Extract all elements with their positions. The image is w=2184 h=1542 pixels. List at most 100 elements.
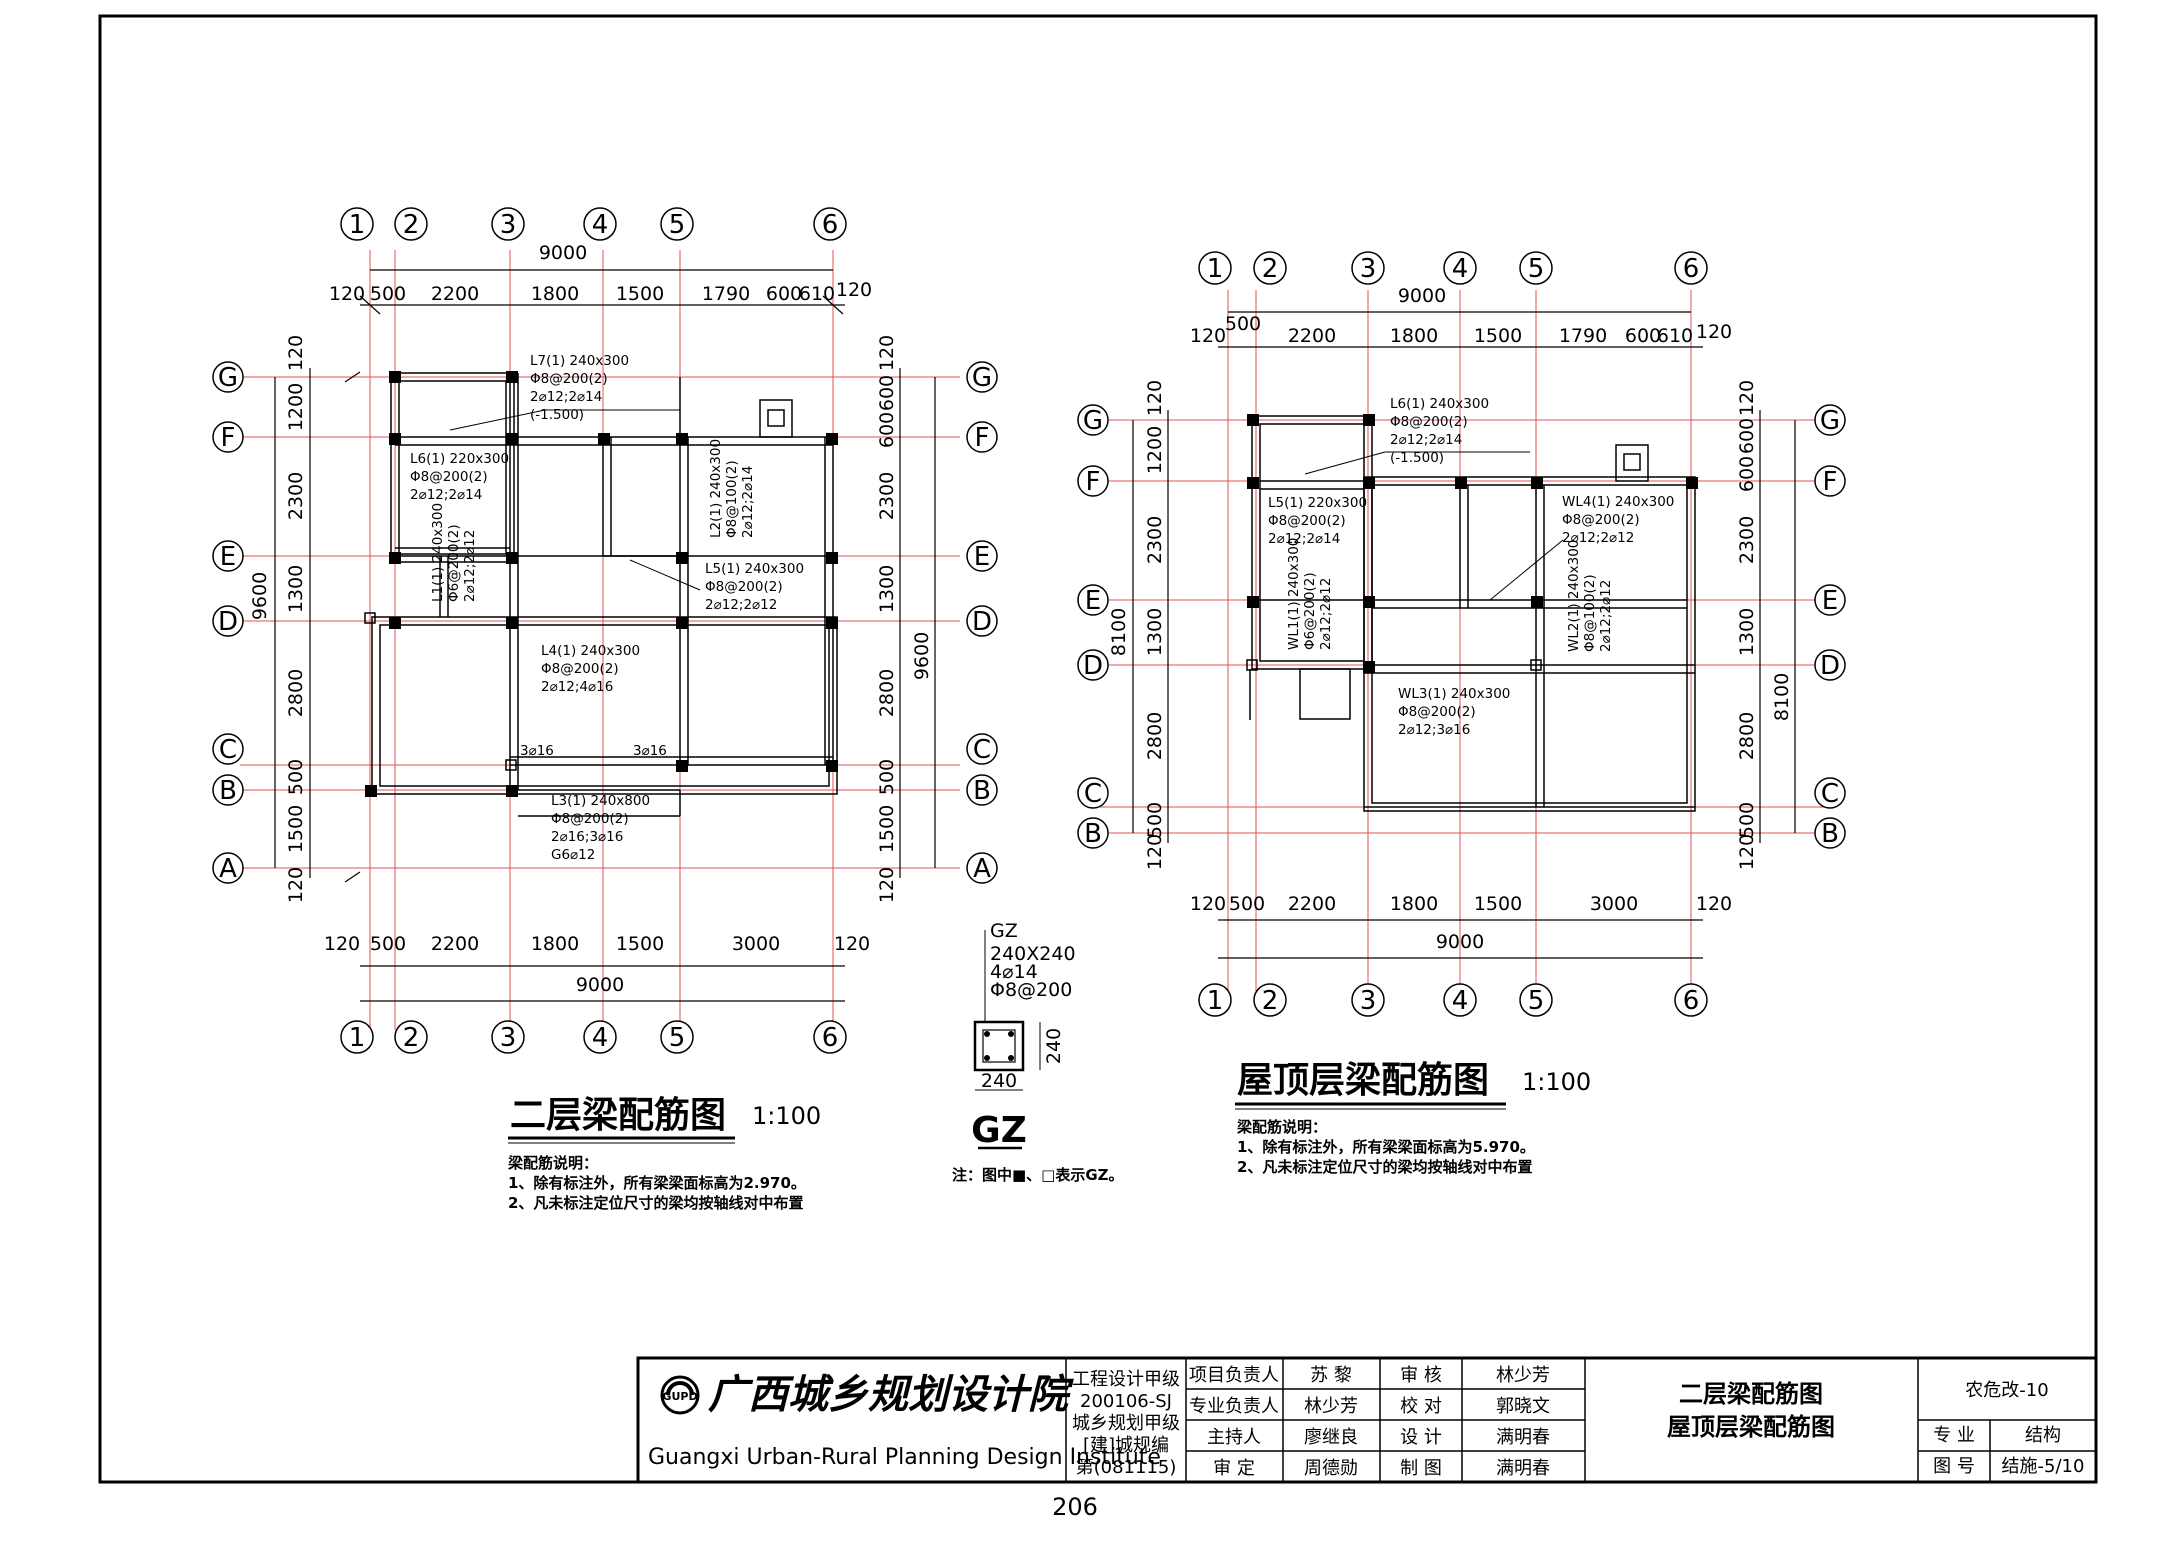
- dim-text: 2800: [285, 669, 307, 717]
- svg-text:2⌀12;2⌀14: 2⌀12;2⌀14: [530, 389, 602, 405]
- discipline-value: 结构: [2025, 1425, 2061, 1446]
- role-name: 廖继良: [1304, 1427, 1358, 1448]
- svg-text:3: 3: [1360, 986, 1377, 1016]
- dim-text: 2800: [1736, 712, 1758, 760]
- axis-bubble-top: 2: [1253, 251, 1287, 285]
- svg-text:G6⌀12: G6⌀12: [551, 847, 595, 863]
- dim-text: 2200: [431, 933, 479, 955]
- axis-bubble-top: 3: [1351, 251, 1385, 285]
- dim-text: 2200: [431, 283, 479, 305]
- dim-text: 500: [1736, 802, 1758, 838]
- axis-bubble-bottom: 6: [1674, 983, 1708, 1017]
- svg-text:G: G: [1083, 406, 1103, 436]
- check-name: 郭晓文: [1496, 1396, 1550, 1417]
- notes-heading: 梁配筋说明：: [507, 1154, 598, 1172]
- svg-text:5: 5: [1528, 254, 1545, 284]
- svg-text:L1(1) 240x300: L1(1) 240x300: [430, 503, 446, 602]
- project-code: 农危改-10: [1965, 1380, 2048, 1401]
- axis-bubble-left: F: [1077, 465, 1109, 497]
- dim-total-bottom: 9000: [576, 974, 624, 996]
- dim-text: 120: [876, 867, 898, 903]
- svg-text:L7(1) 240x300: L7(1) 240x300: [530, 353, 629, 369]
- beam-label-L6: L6(1) 240x300 Φ8@200(2) 2⌀12;2⌀14 (-1.50…: [1390, 396, 1489, 466]
- dim-text: 2800: [1144, 712, 1166, 760]
- dim-text: 120: [1144, 834, 1166, 870]
- svg-text:Φ8@200(2): Φ8@200(2): [1562, 512, 1640, 528]
- drawing-name: 二层梁配筋图: [1679, 1380, 1823, 1408]
- dim-text: 1800: [531, 283, 579, 305]
- dim-text: 600: [876, 412, 898, 448]
- drawing-name: 屋顶层梁配筋图: [1667, 1413, 1835, 1441]
- axis-bubble-right: D: [1814, 649, 1846, 681]
- axis-bubble-bottom: 5: [660, 1020, 694, 1054]
- dim-text: 240: [981, 1070, 1017, 1092]
- svg-text:WL4(1) 240x300: WL4(1) 240x300: [1562, 494, 1674, 510]
- svg-text:D: D: [1820, 651, 1840, 681]
- svg-text:3: 3: [500, 210, 517, 240]
- dim-text: 2300: [1736, 516, 1758, 564]
- svg-text:C: C: [1084, 779, 1102, 809]
- svg-text:C: C: [1821, 779, 1839, 809]
- svg-text:4: 4: [592, 1023, 609, 1053]
- svg-text:B: B: [1821, 819, 1839, 849]
- rebar-label: 3⌀16: [633, 743, 667, 759]
- dim-text: 120: [1736, 834, 1758, 870]
- svg-text:C: C: [219, 735, 237, 765]
- svg-text:5: 5: [1528, 986, 1545, 1016]
- axis-bubble-right: F: [966, 421, 998, 453]
- dim-text: 120: [324, 933, 360, 955]
- axis-bubble-right: C: [966, 733, 998, 765]
- svg-text:2: 2: [1262, 986, 1279, 1016]
- dim-text: 1500: [876, 805, 898, 853]
- dim-total-right: 9600: [911, 632, 933, 680]
- qualification-line: [建]城规编: [1083, 1435, 1169, 1456]
- svg-text:4: 4: [1452, 986, 1469, 1016]
- role-label: 项目负责人: [1189, 1365, 1279, 1386]
- axis-bubble-top: 4: [583, 207, 617, 241]
- beam-label-L1: L1(1) 240x300 Φ6@200(2) 2⌀12;2⌀12: [430, 503, 478, 602]
- dim-text: 120: [836, 279, 872, 301]
- beam-label-WL3: WL3(1) 240x300 Φ8@200(2) 2⌀12;3⌀16: [1398, 686, 1510, 738]
- axis-bubble-right: C: [1814, 777, 1846, 809]
- dim-text: 1300: [1736, 608, 1758, 656]
- beam-label-L4: L4(1) 240x300 Φ8@200(2) 2⌀12;4⌀16: [541, 643, 640, 695]
- svg-text:E: E: [1822, 586, 1838, 616]
- dim-text: 2200: [1288, 325, 1336, 347]
- svg-text:D: D: [218, 607, 238, 637]
- svg-text:Φ8@200(2): Φ8@200(2): [551, 811, 629, 827]
- gz-title: GZ: [971, 1110, 1027, 1151]
- dim-total-left: 9600: [249, 572, 271, 620]
- svg-text:2⌀12;3⌀16: 2⌀12;3⌀16: [1398, 722, 1470, 738]
- axis-bubble-top: 1: [1198, 251, 1232, 285]
- svg-text:B: B: [1084, 819, 1102, 849]
- role-label: 专业负责人: [1189, 1396, 1279, 1417]
- dim-text: 1500: [616, 283, 664, 305]
- role-label: 审 定: [1213, 1458, 1255, 1479]
- svg-text:3: 3: [1360, 254, 1377, 284]
- svg-text:2⌀12;2⌀12: 2⌀12;2⌀12: [1562, 530, 1634, 546]
- dim-text: 1790: [702, 283, 750, 305]
- svg-text:L5(1) 220x300: L5(1) 220x300: [1268, 495, 1367, 511]
- svg-text:Φ8@200(2): Φ8@200(2): [1398, 704, 1476, 720]
- dim-text: 600: [1736, 456, 1758, 492]
- dim-text: 1300: [1144, 608, 1166, 656]
- svg-text:4: 4: [1452, 254, 1469, 284]
- svg-text:Φ8@200(2): Φ8@200(2): [541, 661, 619, 677]
- dim-text: 500: [1225, 313, 1261, 335]
- role-name: 周德勋: [1304, 1458, 1358, 1479]
- page-number: 206: [1052, 1493, 1098, 1521]
- axis-bubble-left: D: [212, 605, 244, 637]
- svg-text:1: 1: [349, 210, 366, 240]
- dim-text: 2300: [285, 472, 307, 520]
- svg-text:5: 5: [669, 1023, 686, 1053]
- dim-text: 120: [1190, 325, 1226, 347]
- dim-text: 2300: [876, 472, 898, 520]
- svg-text:G: G: [972, 363, 992, 393]
- plan-scale: 1:100: [752, 1102, 821, 1130]
- svg-text:6: 6: [1683, 986, 1700, 1016]
- svg-text:1: 1: [349, 1023, 366, 1053]
- axis-bubble-bottom: 4: [1443, 983, 1477, 1017]
- dim-total-right: 8100: [1771, 673, 1793, 721]
- axis-bubble-left: F: [212, 421, 244, 453]
